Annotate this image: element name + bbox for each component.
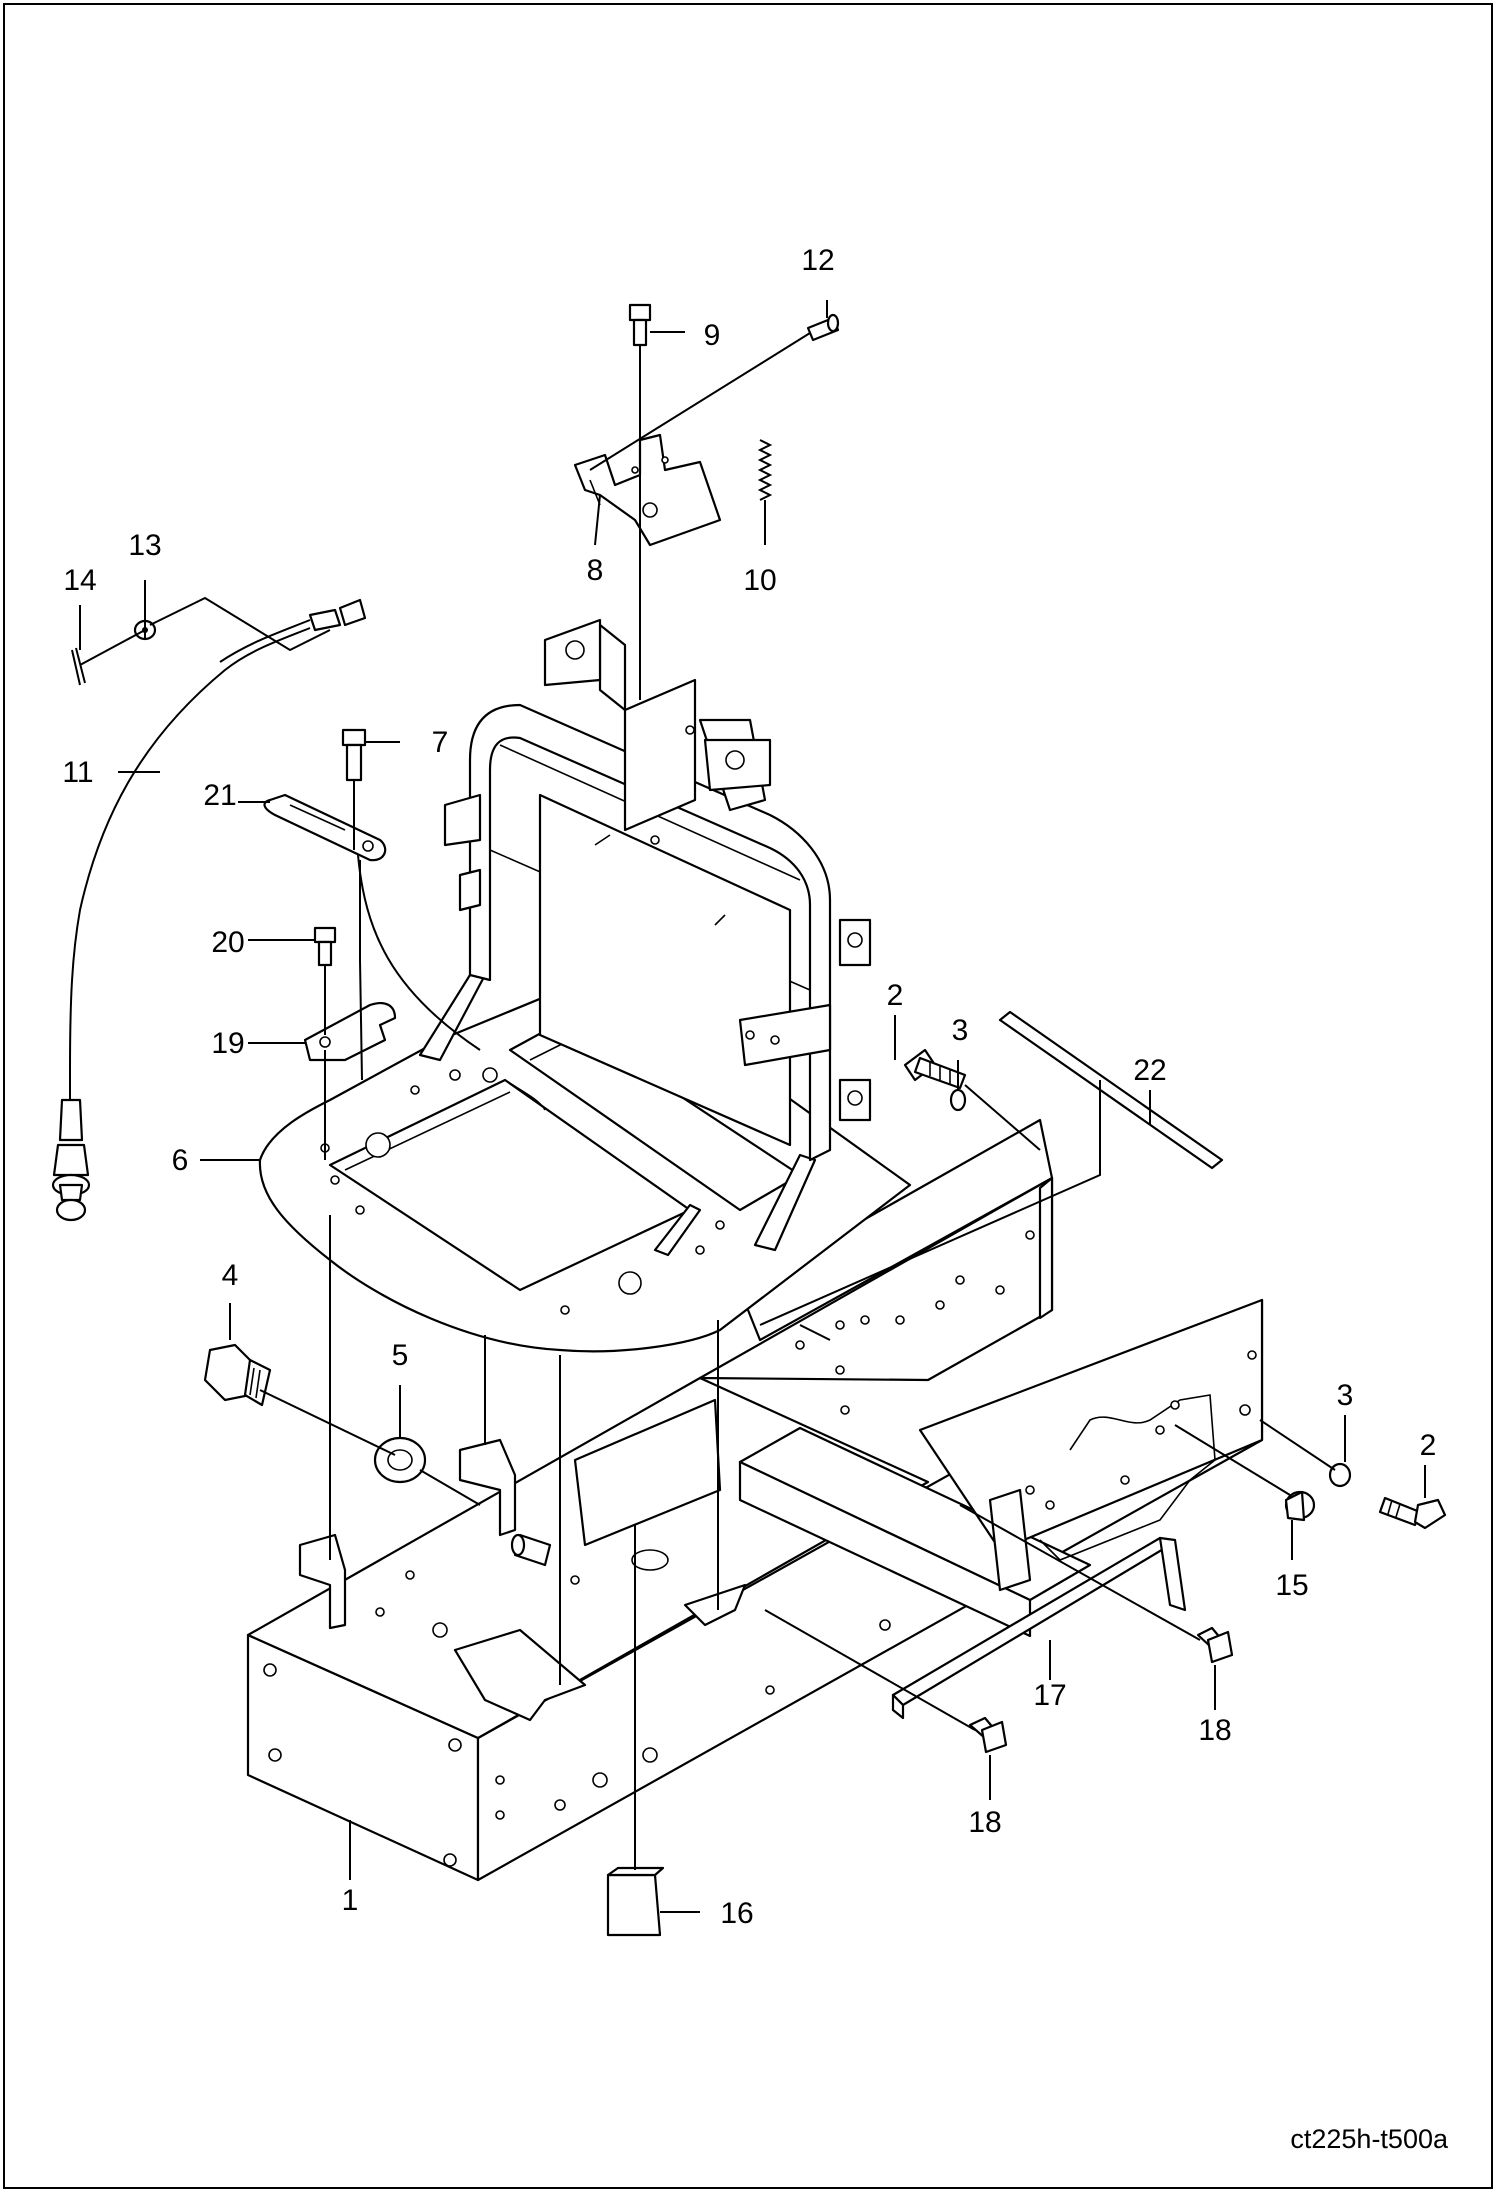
frame-pin [510,1533,552,1567]
callout-14: 14 [63,564,96,597]
bolt-2-upper [903,1048,967,1090]
bolt-20 [313,926,337,967]
seat-mount-plate [258,618,912,1353]
callout-7: 7 [432,726,449,759]
callout-15: 15 [1275,1569,1308,1602]
callout-22: 22 [1133,1054,1166,1087]
drawing-code: ct225h-t500a [1290,2124,1448,2154]
bolt-18-left [968,1716,1008,1754]
callout-16: 16 [720,1897,753,1930]
callout-19: 19 [211,1027,244,1060]
pad-16 [606,1866,665,1937]
washer-3-lower [1328,1462,1352,1488]
cable [51,598,367,1222]
washer-5 [373,1436,427,1484]
side-rail [918,1298,1264,1592]
frame-brackets [298,1398,747,1722]
seat-latch [573,433,722,547]
callout-12: 12 [801,244,834,277]
spring [757,439,773,501]
callout-13: 13 [128,529,161,562]
pin-12 [806,313,840,342]
bolt-18-right [1196,1626,1234,1664]
callout-5: 5 [392,1339,409,1372]
callout-11: 11 [62,756,93,789]
callout-10: 10 [743,564,776,597]
callout-3-upper: 3 [952,1014,969,1047]
callout-4: 4 [222,1259,239,1292]
callout-20: 20 [211,926,244,959]
callout-8: 8 [587,554,604,587]
callout-21: 21 [203,779,236,812]
callout-2-upper: 2 [887,979,904,1012]
strip-22 [998,1010,1224,1170]
callout-6: 6 [172,1144,189,1177]
callout-3-lower: 3 [1337,1379,1354,1412]
bolt-2-lower [1378,1496,1447,1530]
washer-3-upper [949,1088,967,1112]
callout-2-lower: 2 [1420,1429,1437,1462]
callout-18-left: 18 [968,1806,1001,1839]
callout-9: 9 [704,319,721,352]
bracket-17 [891,1536,1187,1720]
cotter-pin-14 [71,647,86,686]
bolt-7 [341,728,367,782]
bolt-9 [628,303,652,347]
drawing-border [3,3,1493,2189]
cap-15 [1284,1490,1316,1522]
callout-17: 17 [1033,1679,1066,1712]
cam-plate-19 [303,1001,397,1062]
leader-lines [79,300,1426,1913]
callout-1: 1 [342,1884,359,1917]
slotted-plate-21 [263,793,387,862]
callout-18-right: 18 [1198,1714,1231,1747]
plug-4 [203,1343,272,1407]
callout-labels: 1 2 2 3 3 4 5 6 7 8 9 10 11 12 13 14 15 … [62,244,1436,1930]
